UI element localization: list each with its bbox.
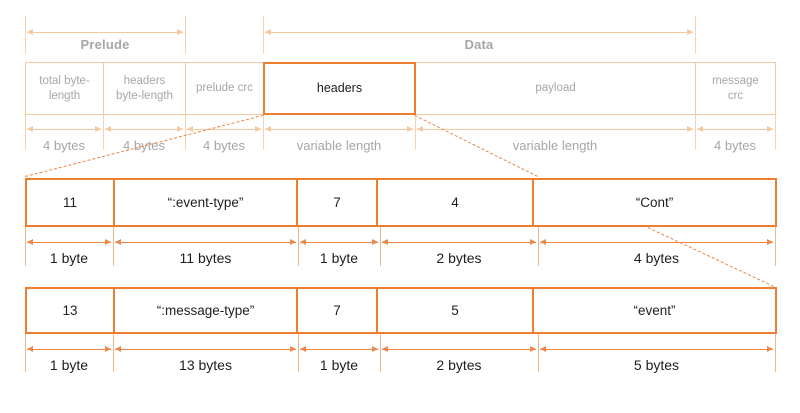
header1-value-length-cell: 4 bbox=[376, 180, 532, 225]
header1-name-cell: “:event-type” bbox=[113, 180, 296, 225]
header2-name-length-cell: 13 bbox=[62, 303, 78, 318]
header1-value-cell: “Cont” bbox=[532, 180, 775, 225]
measure-tick bbox=[298, 227, 299, 266]
field-box-total-byte-length: total byte-length bbox=[25, 62, 104, 115]
field-size-label: 4 bytes bbox=[203, 138, 245, 153]
measure-tick bbox=[380, 227, 381, 266]
measure-arrow bbox=[540, 239, 773, 245]
field-size-label: 4 bytes bbox=[123, 138, 165, 153]
measure-tick bbox=[25, 115, 26, 150]
measure-tick bbox=[538, 227, 539, 266]
field-box-message-crc: message crc bbox=[695, 62, 776, 115]
header1-size-label: 1 byte bbox=[49, 250, 89, 266]
measure-tick bbox=[185, 115, 186, 150]
header-entry-row-2: 13 “:message-type” 7 5 “event” bbox=[25, 287, 777, 334]
field-box-headers-highlighted: headers bbox=[263, 62, 416, 115]
measure-arrow bbox=[115, 239, 296, 245]
measure-tick bbox=[695, 115, 696, 150]
header1-value-type-cell: 7 bbox=[296, 180, 376, 225]
measure-arrow bbox=[27, 346, 111, 352]
measure-tick bbox=[103, 115, 104, 150]
measure-tick bbox=[113, 333, 114, 372]
section-tick bbox=[25, 16, 26, 54]
header1-size-label: 11 bytes bbox=[179, 250, 232, 266]
header2-value-length-cell: 5 bbox=[376, 289, 532, 332]
measure-tick bbox=[775, 227, 776, 266]
measure-arrow bbox=[27, 126, 101, 132]
field-size-label: 4 bytes bbox=[714, 138, 756, 153]
section-tick bbox=[263, 16, 264, 54]
header2-size-label: 1 byte bbox=[319, 357, 359, 373]
header2-size-label: 1 byte bbox=[49, 357, 89, 373]
prelude-section-label: Prelude bbox=[80, 37, 130, 52]
header1-name-length-cell: 11 bbox=[62, 195, 77, 210]
measure-arrow bbox=[417, 126, 693, 132]
measure-tick bbox=[538, 333, 539, 372]
header2-size-label: 13 bytes bbox=[179, 357, 232, 373]
data-section-label: Data bbox=[464, 37, 494, 52]
field-box-headers-byte-length: headers byte-length bbox=[103, 62, 186, 115]
measure-arrow bbox=[382, 346, 536, 352]
field-size-label: variable length bbox=[296, 138, 382, 153]
measure-arrow bbox=[697, 126, 773, 132]
measure-arrow bbox=[187, 126, 261, 132]
header1-size-label: 4 bytes bbox=[633, 250, 680, 266]
field-box-payload: payload bbox=[415, 62, 696, 115]
measure-tick bbox=[775, 333, 776, 372]
measure-arrow bbox=[540, 346, 773, 352]
field-box-prelude-crc: prelude crc bbox=[185, 62, 264, 115]
header2-value-cell: “event” bbox=[532, 289, 775, 332]
header2-value-type-cell: 7 bbox=[296, 289, 376, 332]
header1-size-label: 2 bytes bbox=[436, 250, 482, 266]
measure-arrow bbox=[300, 346, 378, 352]
header-entry-row-1: 11 “:event-type” 7 4 “Cont” bbox=[25, 178, 777, 227]
measure-arrow bbox=[382, 239, 536, 245]
measure-arrow bbox=[115, 346, 296, 352]
header2-name-cell: “:message-type” bbox=[113, 289, 296, 332]
field-size-label: 4 bytes bbox=[43, 138, 85, 153]
measure-tick bbox=[263, 115, 264, 150]
measure-tick bbox=[775, 115, 776, 150]
header2-size-label: 5 bytes bbox=[633, 357, 680, 373]
measure-tick bbox=[298, 333, 299, 372]
measure-arrow bbox=[27, 239, 111, 245]
field-size-label: variable length bbox=[512, 138, 598, 153]
section-tick bbox=[185, 16, 186, 54]
measure-arrow bbox=[265, 126, 413, 132]
section-tick bbox=[695, 16, 696, 54]
measure-tick bbox=[380, 333, 381, 372]
measure-tick bbox=[415, 115, 416, 150]
measure-tick bbox=[25, 333, 26, 372]
measure-arrow bbox=[300, 239, 378, 245]
prelude-span-arrow bbox=[27, 29, 183, 35]
header2-size-label: 2 bytes bbox=[436, 357, 482, 373]
measure-arrow bbox=[105, 126, 183, 132]
header1-size-label: 1 byte bbox=[319, 250, 359, 266]
measure-tick bbox=[113, 227, 114, 266]
data-span-arrow bbox=[265, 29, 693, 35]
measure-tick bbox=[25, 227, 26, 266]
